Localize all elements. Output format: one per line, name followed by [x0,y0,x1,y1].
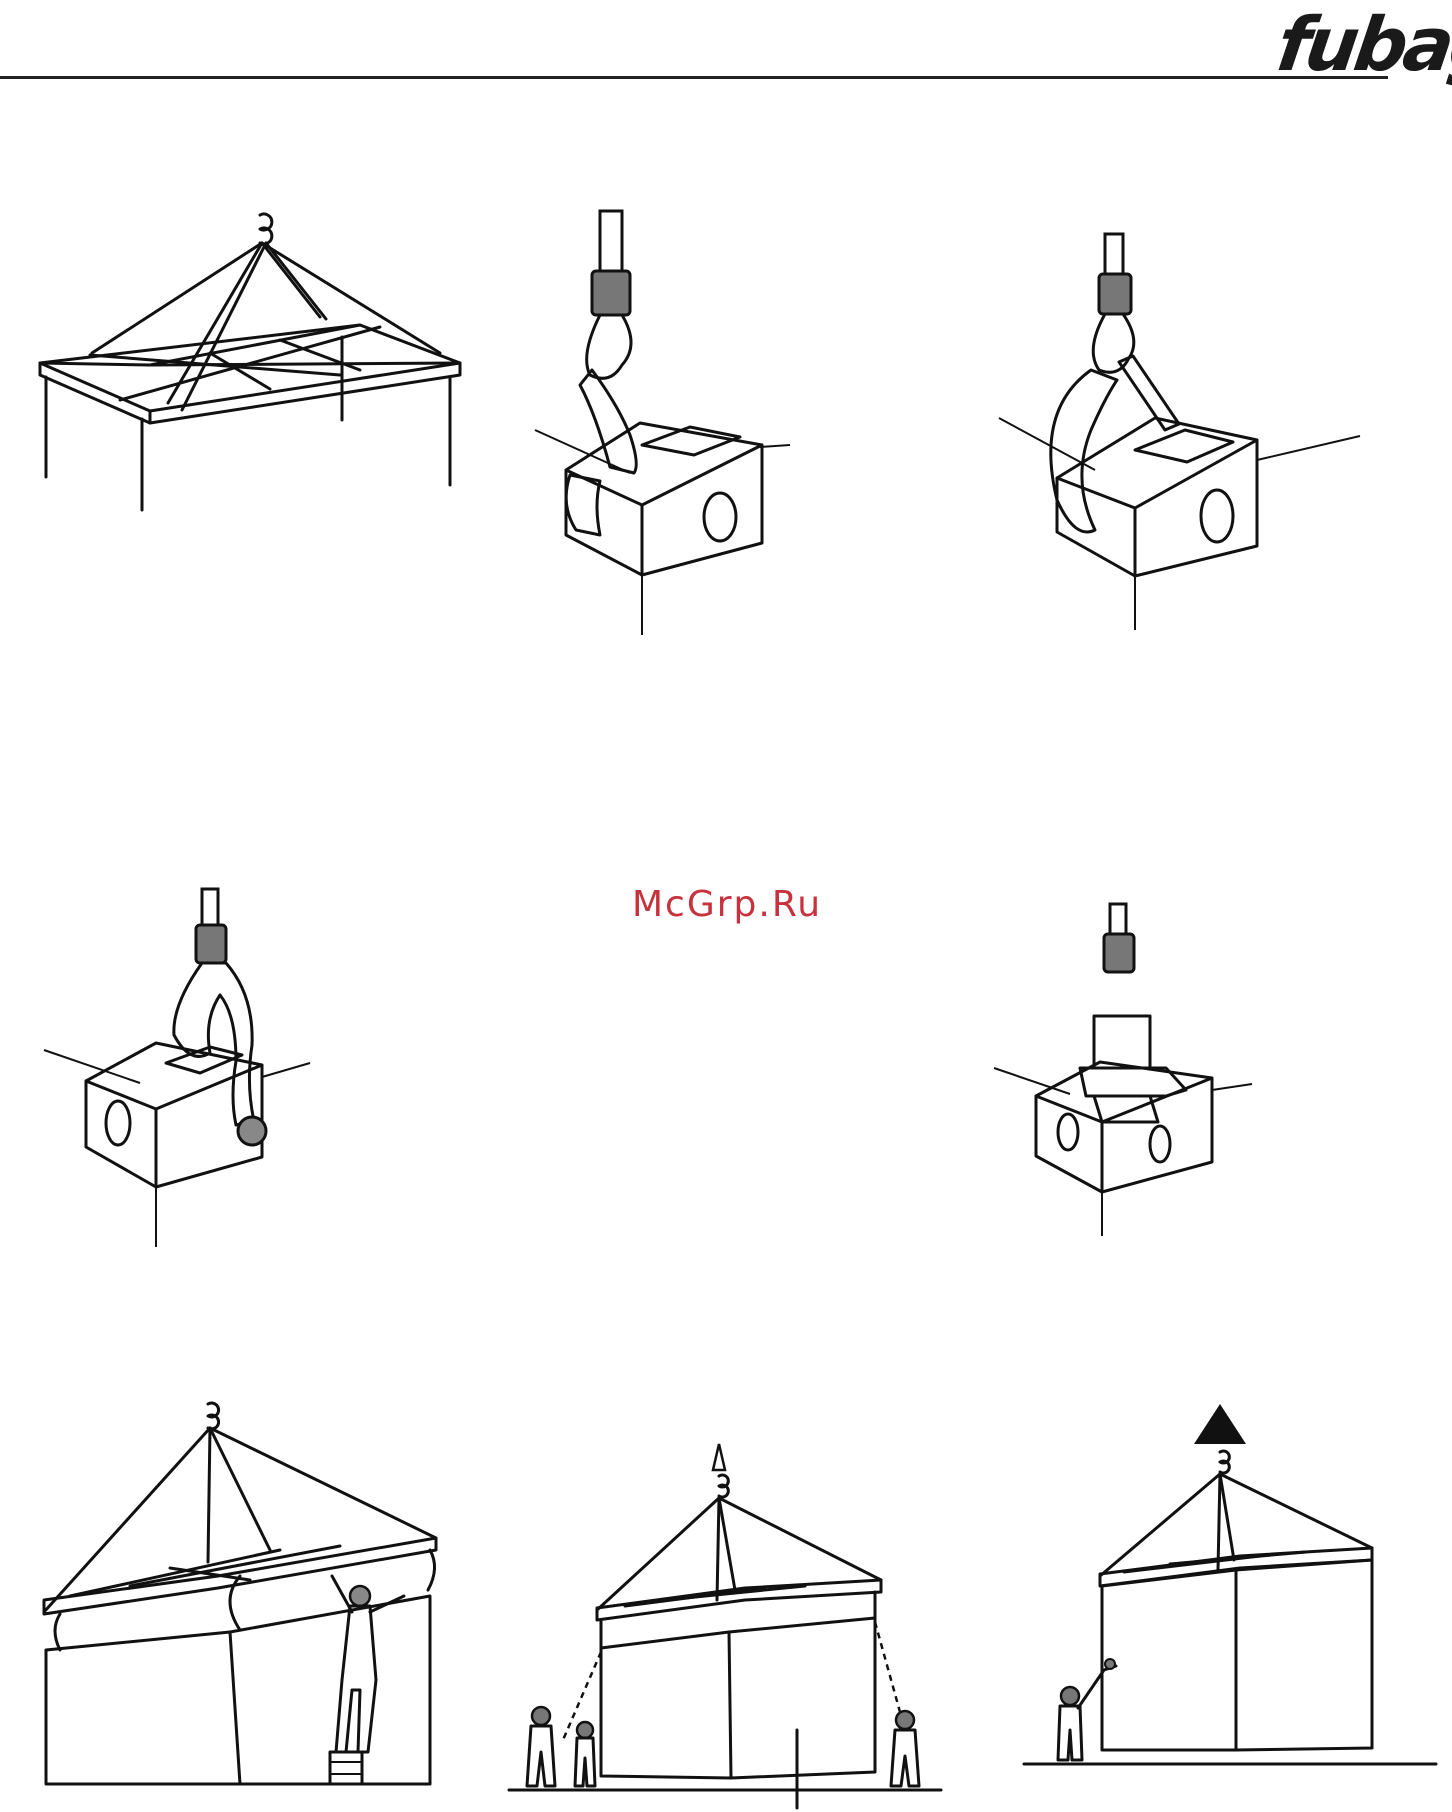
figure-safety-hook-light-casting [995,230,1375,640]
header-rule [0,76,1388,79]
figure-spreader-worker-ladder [40,1400,450,1800]
figure-lift-signal [1020,1400,1440,1800]
fubag-logo: fubag [1273,8,1452,82]
figure-twistlock-dark-casting [990,900,1260,1240]
figure-spreader-frame [30,205,470,515]
figure-lift-guide-ropes [505,1440,945,1810]
figure-shackle-casting [40,885,320,1255]
watermark-text: McGrp.Ru [632,884,822,925]
figure-hook-dark-casting [530,205,800,645]
